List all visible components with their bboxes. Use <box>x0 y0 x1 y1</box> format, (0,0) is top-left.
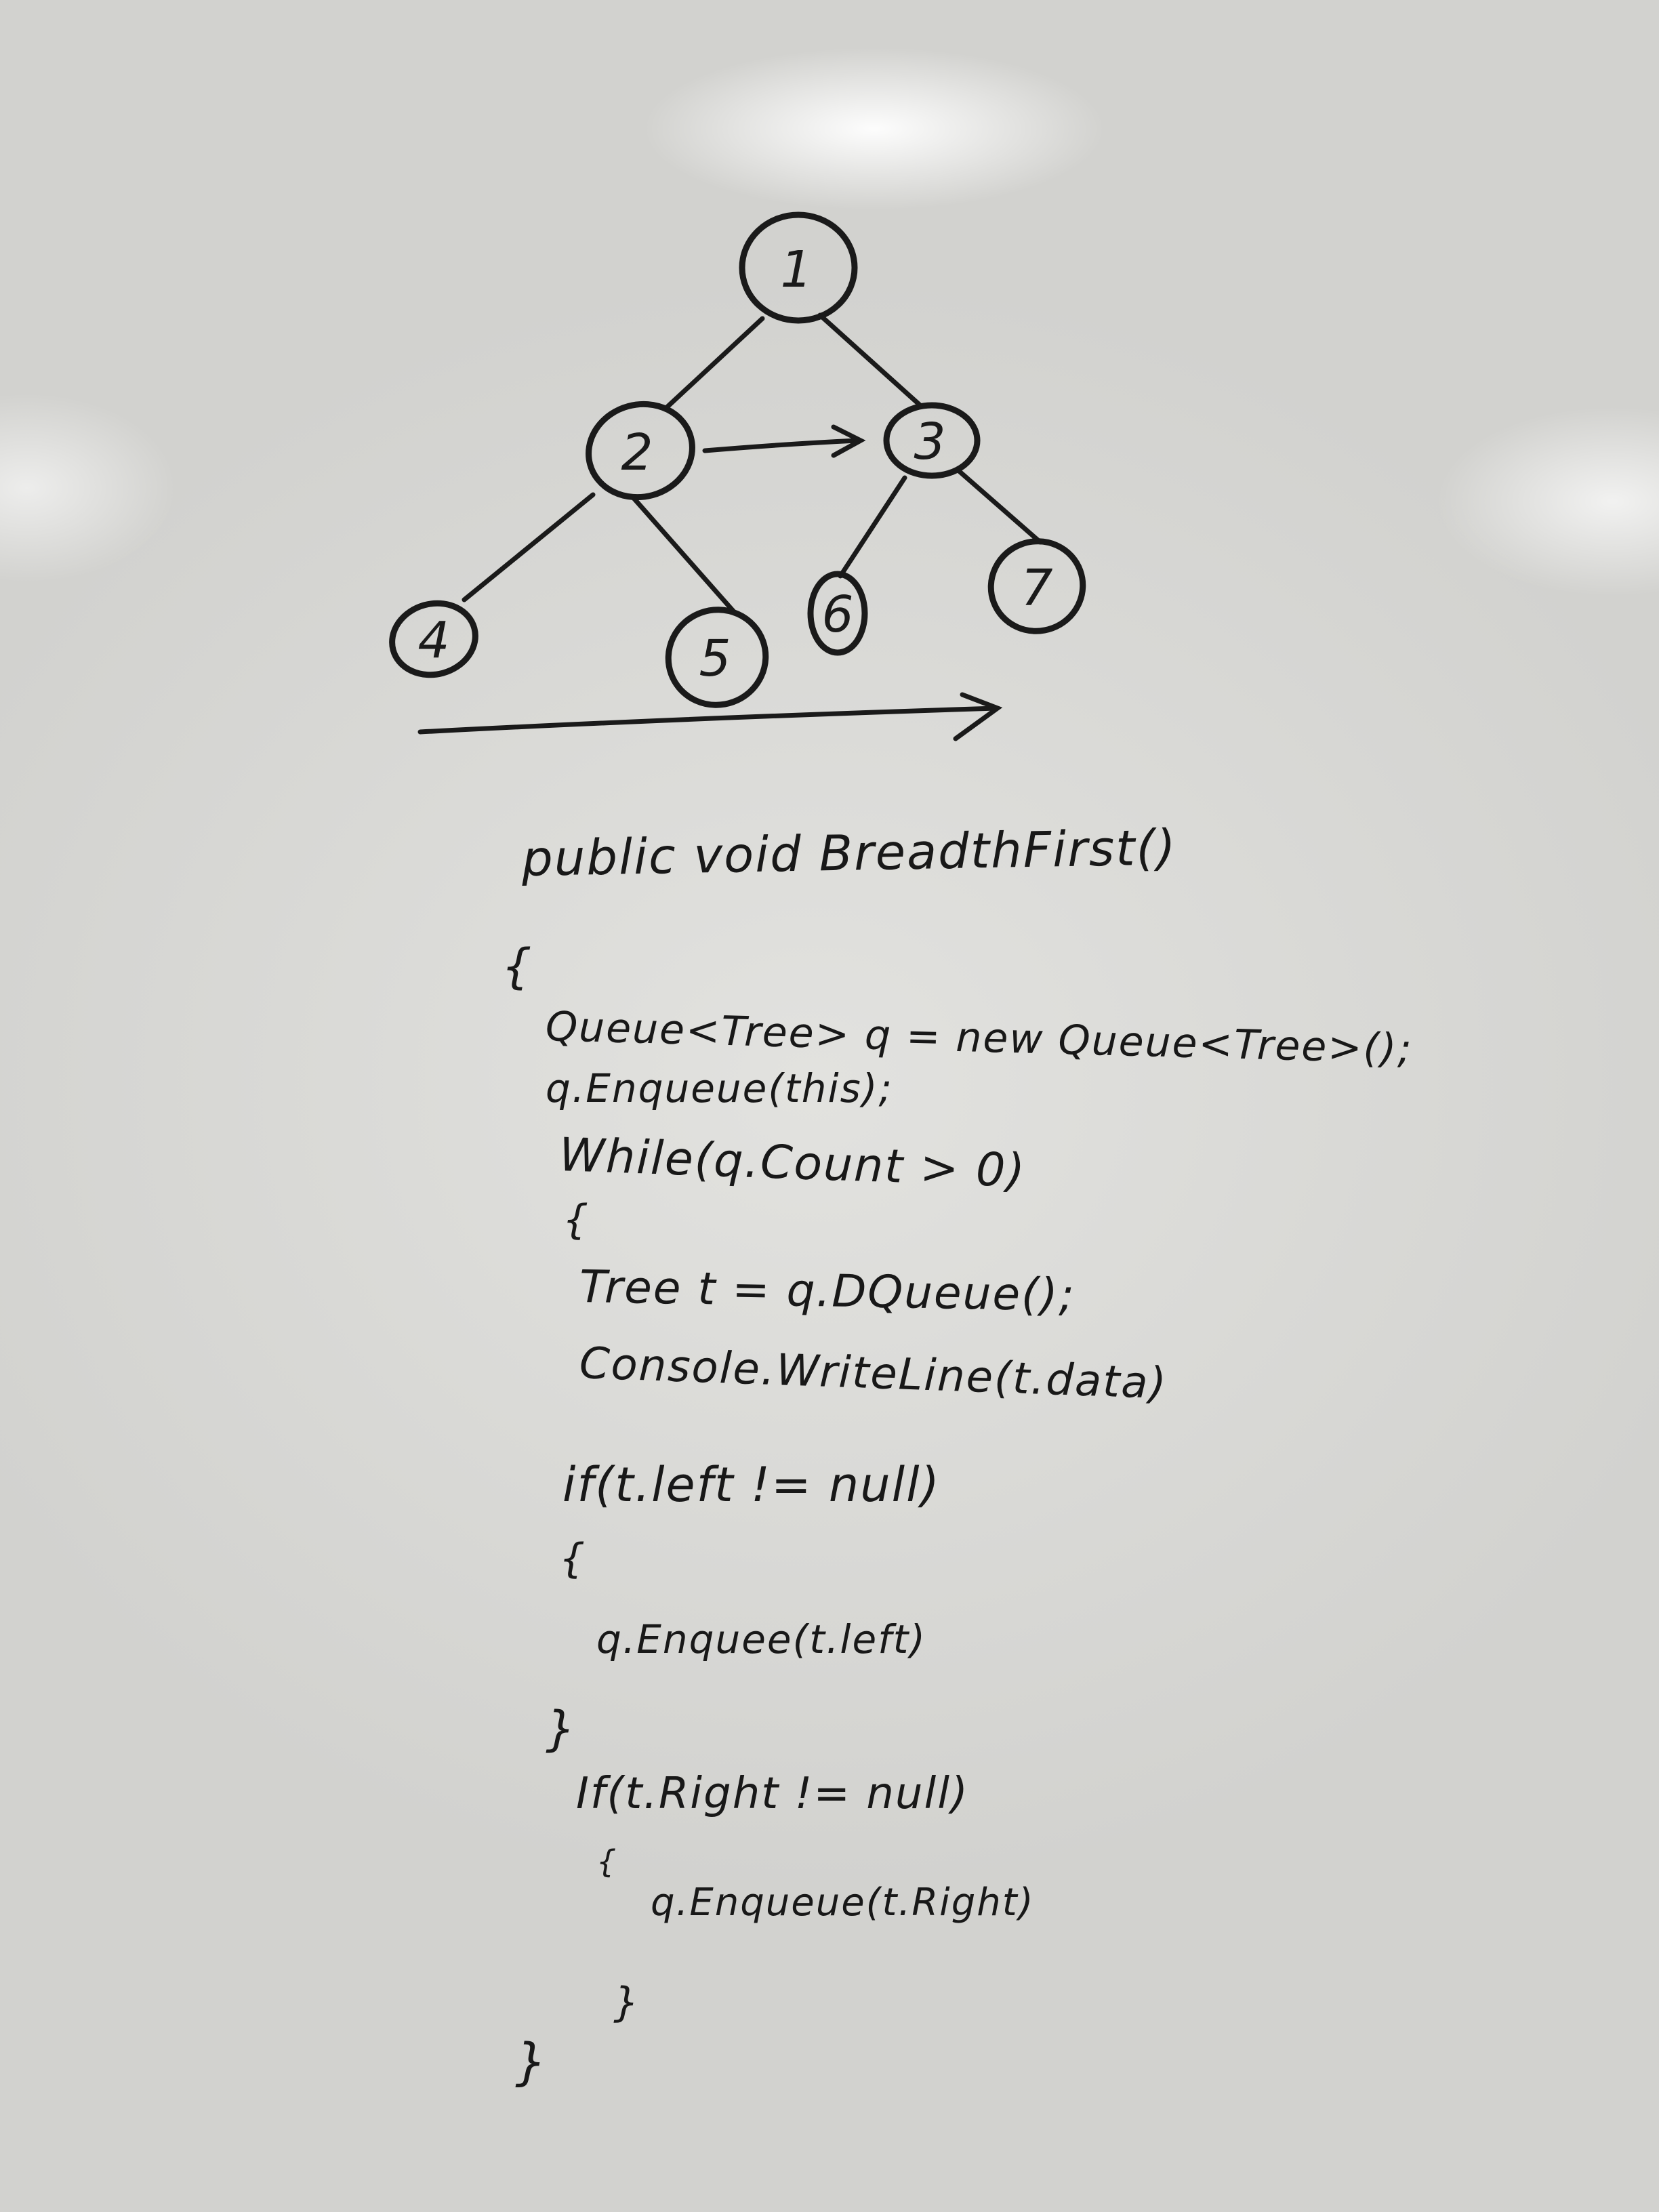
code-dequeue-line: Tree t = q.DQueue(); <box>579 1261 1076 1322</box>
node-label-4: 4 <box>417 611 449 670</box>
tree-edges <box>462 312 1043 616</box>
node-label-7: 7 <box>1021 559 1052 617</box>
edge-3-6 <box>838 475 907 579</box>
tree-node-2: 2 <box>586 401 695 501</box>
code-while-open: { <box>562 1196 590 1244</box>
node-label-2: 2 <box>621 424 653 482</box>
code-enqueue-root: q.Enqueue(this); <box>546 1065 893 1111</box>
node-label-3: 3 <box>914 413 945 471</box>
traversal-arrow <box>417 692 1003 741</box>
code-while-close: } <box>613 1979 641 2026</box>
edge-2-5 <box>631 495 738 616</box>
tree-node-6: 6 <box>807 571 868 656</box>
edge-2-4 <box>462 492 596 602</box>
node-label-5: 5 <box>699 630 731 688</box>
tree-node-5: 5 <box>665 607 769 708</box>
code-if-right: If(t.Right != null) <box>576 1769 969 1819</box>
code-enqueue-right: q.Enqueue(t.Right) <box>651 1881 1035 1925</box>
node-label-1: 1 <box>780 241 812 299</box>
level-arrow <box>702 424 866 458</box>
code-close-brace: } <box>515 2033 549 2091</box>
edge-3-7 <box>956 468 1043 545</box>
code-if-left-open: { <box>559 1535 587 1582</box>
code-while-line: While(q.Count > 0) <box>558 1128 1027 1199</box>
tree-node-1: 1 <box>739 211 858 324</box>
code-queue-declaration: Queue<Tree> q = new Queue<Tree>(); <box>545 1003 1414 1073</box>
code-signature: public void BreadthFirst() <box>521 819 1178 887</box>
node-label-6: 6 <box>821 586 853 644</box>
code-if-left-close: } <box>546 1701 577 1757</box>
code-enqueue-left: q.Enquee(t.left) <box>596 1616 926 1662</box>
tree-node-4: 4 <box>389 600 478 678</box>
code-if-right-open: { <box>596 1843 618 1880</box>
tree-node-3: 3 <box>883 402 981 479</box>
code-writeline: Console.WriteLine(t.data) <box>578 1338 1168 1410</box>
tree-node-7: 7 <box>987 538 1086 634</box>
code-open-brace: { <box>501 939 533 994</box>
code-if-left: if(t.left != null) <box>562 1457 941 1513</box>
edge-1-3 <box>817 312 924 409</box>
edge-1-2 <box>665 316 765 409</box>
